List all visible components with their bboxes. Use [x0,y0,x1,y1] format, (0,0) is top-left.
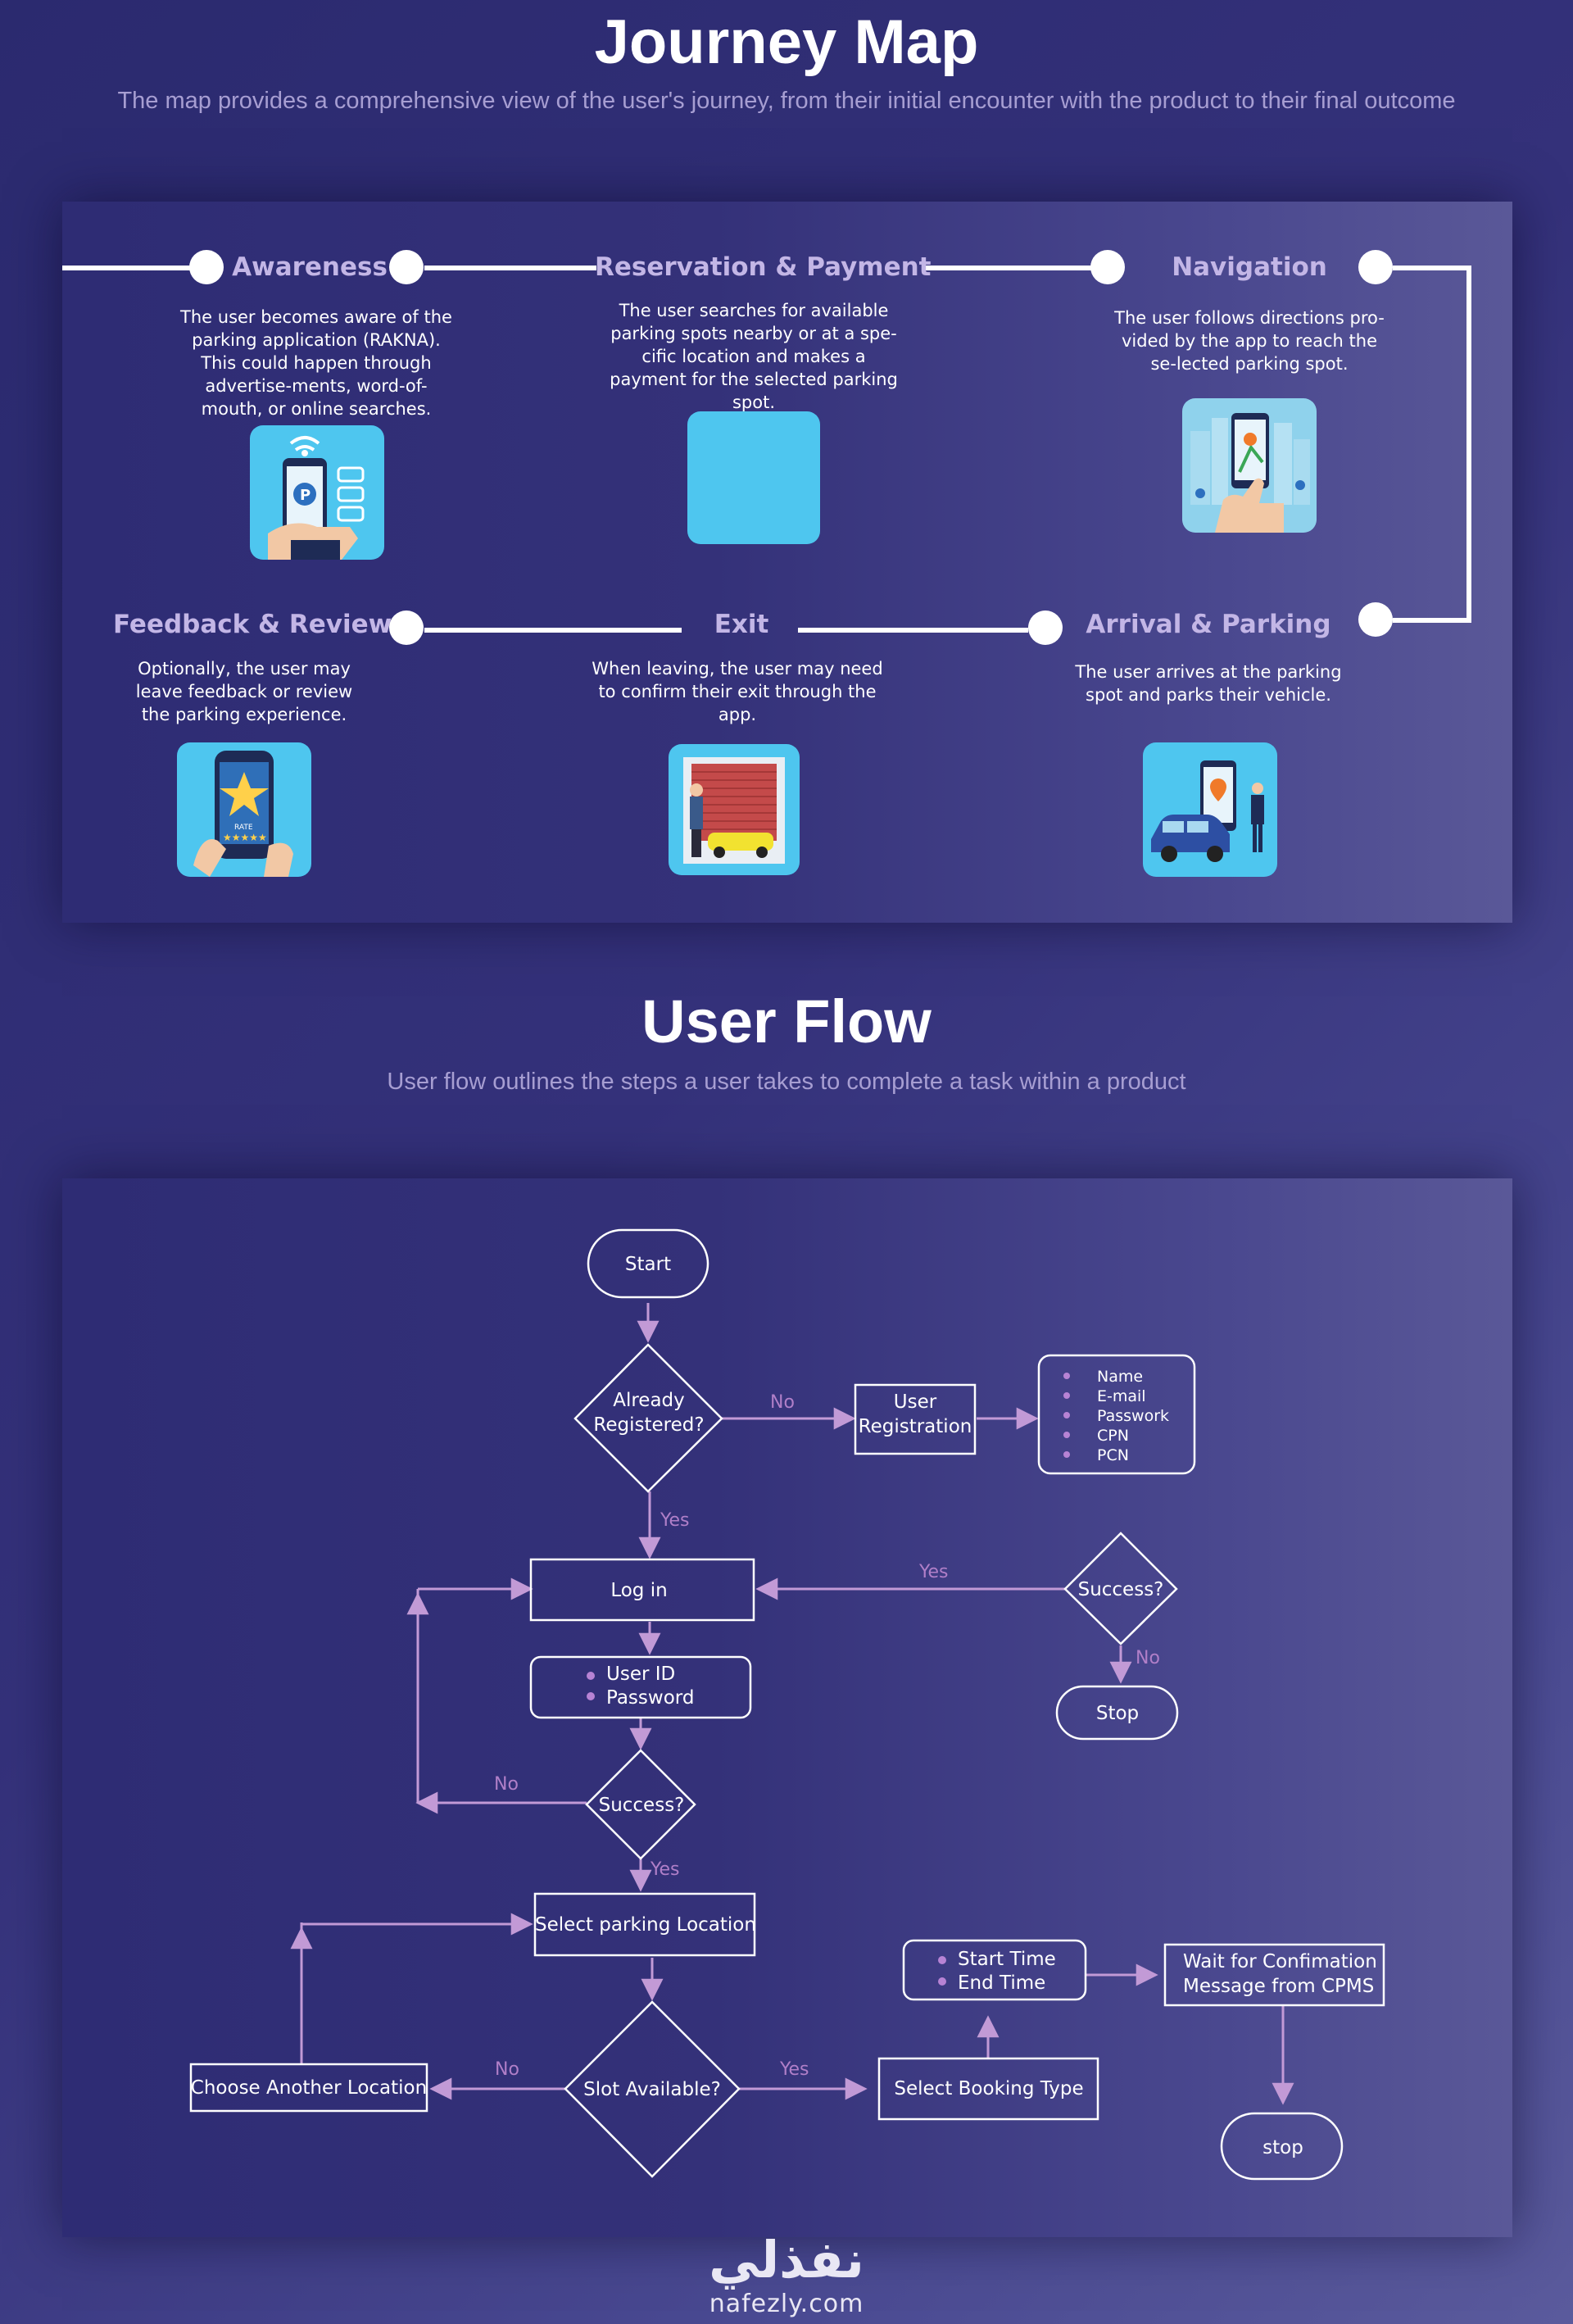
wait-confirmation-label-2: Message from CPMS [1183,1976,1374,1997]
wait-confirmation-label-1: Wait for Confimation [1183,1951,1377,1972]
stage-desc-reservation: The user searches for available parking … [610,301,898,412]
stage-title-arrival: Arrival & Parking [1086,610,1331,639]
edge-label-no-success-right: No [1136,1648,1160,1668]
wait-confirmation-node [1163,1943,1385,2007]
blank-tile-icon [687,411,820,544]
edge-label-no-registered: No [770,1392,795,1413]
journey-dot [1028,611,1063,645]
choose-another-label: Choose Another Location [191,2077,427,2099]
map-navigation-icon [1182,398,1317,533]
select-booking-node [877,2057,1099,2121]
field-bullet [587,1672,595,1680]
user-registration-node [854,1383,977,1455]
stage-desc-awareness: The user becomes aware of the parking ap… [180,307,452,419]
field-bullet [587,1692,595,1700]
field-bullet [1063,1451,1070,1458]
stage-title-feedback: Feedback & Review [113,610,392,639]
edge-label-no-slot: No [495,2059,519,2080]
registration-field-cpn: CPN [1097,1427,1129,1445]
field-bullet [1063,1373,1070,1379]
login-field-password: Password [606,1687,694,1709]
success-right-label: Success? [1078,1579,1164,1600]
stage-title-awareness: Awareness [232,252,388,282]
registration-fields-box [1037,1354,1196,1475]
svg-text:P: P [300,487,311,504]
stage-desc-arrival: The user arrives at the parking spot and… [1075,662,1342,705]
success-login-label: Success? [599,1795,685,1816]
garage-exit-icon [669,744,800,875]
stage-title-navigation: Navigation [1172,252,1327,282]
login-label: Log in [610,1580,667,1601]
journey-dot [389,611,424,645]
svg-text:RATE: RATE [234,824,253,832]
journey-dot [1090,250,1125,284]
brand-url: nafezly.com [709,2290,864,2318]
svg-text:★★★★★: ★★★★★ [223,832,267,843]
registration-field-name: Name [1097,1368,1143,1386]
journey-dot [1358,602,1393,637]
stage-desc-navigation: The user follows directions pro-vided by… [1114,308,1385,374]
field-bullet [1063,1392,1070,1399]
success-login-decision [585,1749,696,1860]
brand-logo-arabic: نفذلي [709,2230,864,2290]
slot-available-decision [564,2000,741,2178]
user-registration-label-2: Registration [859,1416,972,1437]
booking-field-start: Start Time [958,1949,1056,1970]
select-location-node [533,1892,756,1957]
already-registered-label-2: Registered? [593,1414,704,1436]
start-node [587,1228,709,1299]
field-bullet [938,1956,946,1964]
booking-field-end: End Time [958,1972,1045,1994]
registration-field-password: Passwork [1097,1407,1169,1425]
registration-field-pcn: PCN [1097,1446,1129,1464]
login-field-user-id: User ID [606,1664,675,1685]
start-label: Start [625,1254,671,1275]
stage-title-exit: Exit [714,610,769,639]
booking-fields-box [902,1939,1087,2001]
edge-label-no-success-login: No [494,1774,519,1795]
stop-right-node [1055,1685,1179,1741]
user-flow-title: User Flow [641,987,932,1055]
user-registration-label-1: User [894,1391,937,1413]
journey-map-subtitle: The map provides a comprehensive view of… [117,88,1456,114]
field-bullet [1063,1412,1070,1418]
journey-map-title: Journey Map [594,7,979,77]
field-bullet [1063,1432,1070,1438]
user-flow-panel [62,1178,1512,2237]
edge-label-yes-registered: Yes [660,1510,690,1531]
registration-field-email: E-mail [1097,1387,1146,1405]
field-bullet [938,1977,946,1986]
already-registered-decision [573,1343,723,1493]
slot-available-label: Slot Available? [583,2079,721,2100]
success-right-decision [1063,1532,1178,1645]
choose-another-node [189,2063,428,2113]
stop-final-node [1220,2112,1344,2181]
stage-desc-exit: When leaving, the user may need to confi… [592,659,883,724]
user-flow-subtitle: User flow outlines the steps a user take… [387,1069,1186,1095]
stage-desc-feedback: Optionally, the user may leave feedback … [135,659,353,724]
edge-label-yes-success-right: Yes [918,1562,949,1582]
edge-label-yes-slot: Yes [779,2059,809,2080]
stop-final-label: stop [1262,2137,1303,2158]
car-arrival-icon [1143,742,1277,877]
journey-dot [189,250,224,284]
login-node [529,1558,755,1622]
phone-parking-icon: P [250,425,384,560]
select-location-label: Select parking Location [535,1914,756,1936]
stage-title-reservation: Reservation & Payment [595,252,932,282]
select-booking-label: Select Booking Type [894,2078,1083,2099]
edge-label-yes-success-login: Yes [650,1859,680,1880]
rating-phone-icon: RATE ★★★★★ [177,742,311,877]
stop-right-label: Stop [1096,1703,1139,1724]
login-fields-box [529,1655,752,1719]
journey-dot [389,250,424,284]
journey-dot [1358,250,1393,284]
already-registered-label-1: Already [613,1390,685,1411]
